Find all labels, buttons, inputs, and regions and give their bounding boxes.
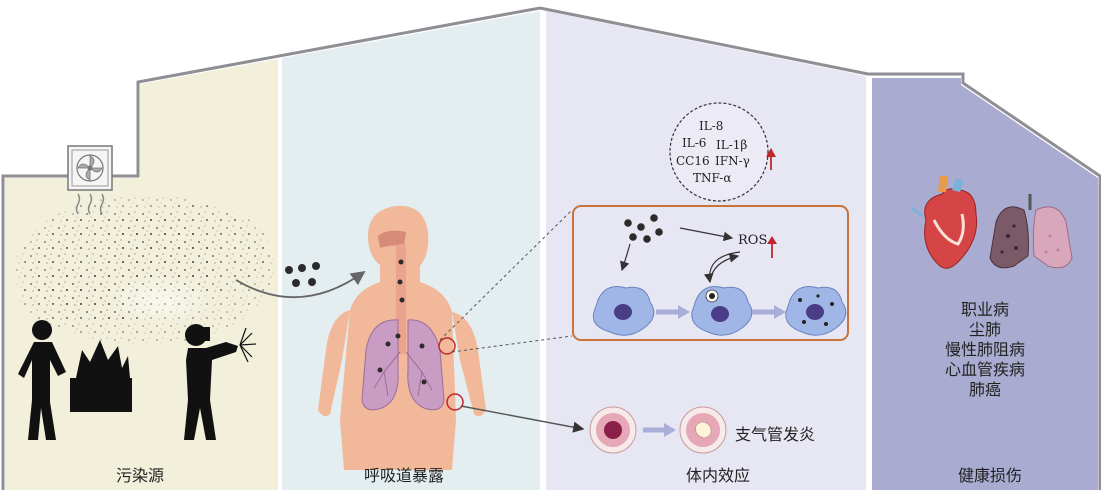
panel-health <box>872 78 1098 490</box>
ros-label: ROS <box>738 233 767 248</box>
cytokine-circle <box>670 103 768 201</box>
dust-cloud <box>15 195 275 345</box>
disease-lung-cancer: 肺癌 <box>905 380 1065 400</box>
macrophage-icon <box>692 287 752 336</box>
airway-cross-section-icon <box>590 407 636 453</box>
panel-title-health: 健康损伤 <box>950 462 1030 486</box>
disease-occupational: 职业病 <box>905 300 1065 320</box>
cytokine-tnf-alpha: TNF-α <box>693 171 731 185</box>
panel-title-effects: 体内效应 <box>678 462 758 486</box>
panel-title-respiratory: 呼吸道暴露 <box>358 462 450 486</box>
macrophage-icon <box>593 287 654 336</box>
bronchitis-label: 支气管发炎 <box>735 421 815 445</box>
panel-title-source: 污染源 <box>110 462 170 486</box>
cytokine-il6: IL-6 <box>682 136 706 150</box>
disease-cardiovascular: 心血管疾病 <box>905 360 1065 380</box>
ventilation-fan-icon <box>68 146 112 190</box>
cytokine-cc16: CC16 <box>676 154 710 168</box>
disease-pneumoconiosis: 尘肺 <box>905 320 1065 340</box>
cytokine-il8: IL-8 <box>699 119 723 133</box>
macrophage-icon <box>786 287 846 336</box>
airway-cross-section-icon <box>680 407 726 453</box>
cytokine-il1b: IL-1β <box>716 138 747 152</box>
disease-copd: 慢性肺阻病 <box>905 340 1065 360</box>
cytokine-ifn-gamma: IFN-γ <box>715 154 750 168</box>
